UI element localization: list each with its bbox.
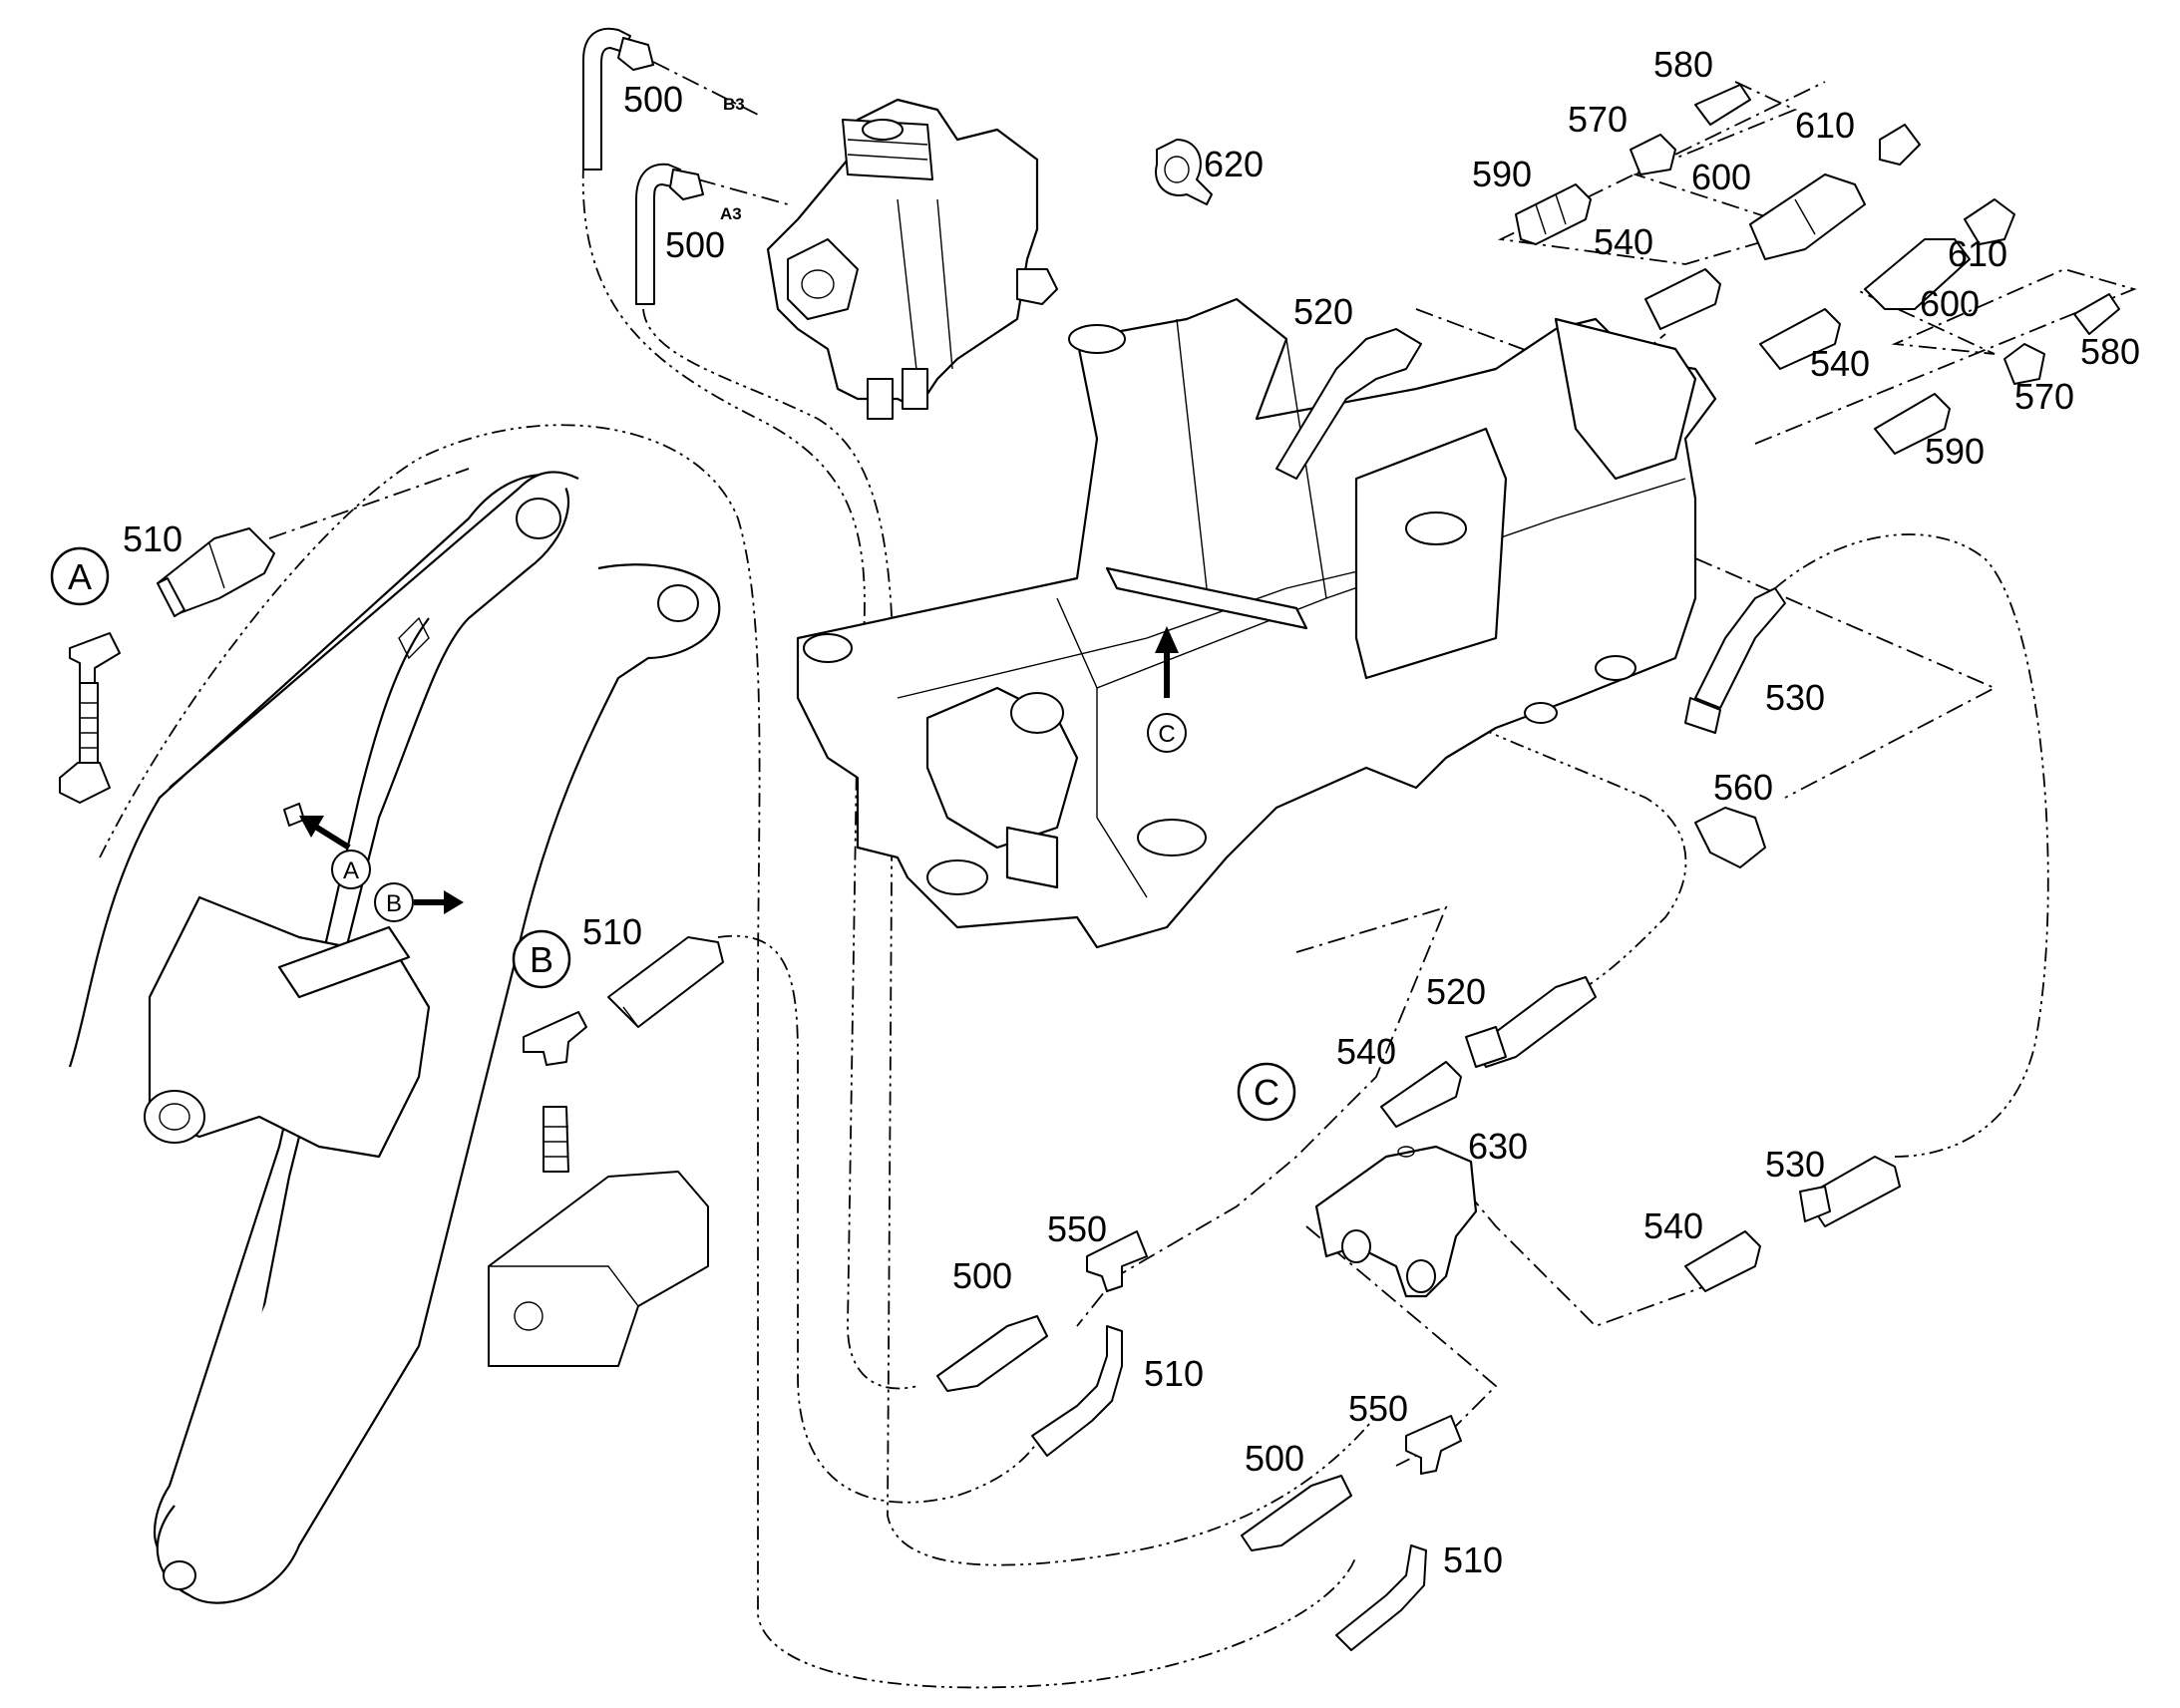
arrow-a-callout: A [331,850,371,889]
label-530-upper: 530 [1765,677,1825,718]
hose-routing-lines [99,164,2049,1689]
label-590-right: 590 [1925,431,1985,472]
label-570-top: 570 [1568,99,1628,140]
detail-c-label: C [1254,1072,1279,1113]
coupling-580-right [2073,293,2120,335]
label-570-right: 570 [2014,376,2074,417]
label-510-b: 510 [582,911,642,952]
nipple-590-top [1515,183,1592,245]
arrow-a [299,816,351,851]
control-valve [766,98,1058,420]
label-540-right: 540 [1810,343,1870,384]
label-520-upper: 520 [1293,291,1353,332]
elbow-510-lower [1335,1544,1427,1651]
nipple-540-c-upper [1380,1061,1462,1128]
label-540-c-lower: 540 [1643,1205,1703,1246]
detail-a-callout: A [50,546,110,606]
detail-c-callout: C [1237,1062,1296,1122]
hose-520-lower [1465,976,1597,1068]
label-510-a: 510 [123,518,182,559]
elbow-560 [1694,807,1766,868]
tee-550-upper [1086,1230,1148,1292]
hose-520-upper [1275,328,1422,480]
label-580-top: 580 [1653,44,1713,85]
coupler-600-top [1749,173,1866,260]
clamp-620 [1155,139,1213,205]
label-a3: A3 [720,204,742,223]
label-500-a: 500 [623,79,683,120]
label-630: 630 [1468,1126,1528,1167]
label-520-lower: 520 [1426,971,1486,1012]
nut-570-top [1630,134,1676,175]
arrow-a-label: A [343,857,359,884]
nipple-590-right [1874,393,1951,455]
label-500-c: 500 [952,1255,1012,1296]
detail-b-callout: B [512,929,571,989]
hose-500-bottom-lower [1241,1475,1352,1551]
detail-a-label: A [68,556,92,597]
hose-500-b3 [582,27,654,171]
hose-500-a3 [635,163,704,305]
valve-block-b [488,1171,709,1367]
nipple-540-right [1759,308,1841,370]
detail-b-label: B [530,939,553,980]
arrow-c [1155,626,1179,698]
tee-550-lower [1405,1415,1462,1475]
hose-500-bottom-upper [936,1315,1048,1392]
hose-530-lower [1799,1156,1901,1227]
label-530-lower: 530 [1765,1144,1825,1185]
hose-510-detail-b [607,936,724,1028]
chassis-frame [796,297,1717,949]
loader-lift-arm [68,471,721,1604]
label-610-right: 610 [1948,233,2007,274]
label-550-upper: 550 [1047,1208,1107,1249]
label-540-upper: 540 [1594,221,1653,262]
cap-610-top [1879,124,1921,166]
hose-510-detail-a [157,527,275,617]
label-600-top: 600 [1691,157,1751,197]
label-580-right: 580 [2080,331,2140,372]
arrow-b [414,890,464,914]
label-600-right: 600 [1920,283,1980,324]
arrow-b-callout: B [374,882,414,922]
label-590-top: 590 [1472,154,1532,194]
nipple-540-upper [1644,268,1721,330]
label-560: 560 [1713,767,1773,808]
part-labels: 500 B3 500 A3 620 580 570 610 590 600 54… [123,44,2140,1580]
label-510-d: 510 [1443,1539,1503,1580]
label-540-c-upper: 540 [1336,1031,1396,1072]
nipple-540-c-lower [1684,1230,1761,1292]
coupler-600-right [1864,238,1971,310]
elbow-510-upper [1031,1325,1123,1457]
tee-fitting-b [523,1011,587,1173]
label-500-d: 500 [1245,1438,1304,1479]
arrow-c-callout: C [1147,713,1187,753]
cap-610-right [1964,198,2015,245]
coupling-580-top [1694,84,1751,126]
tee-fitting-a [59,632,121,804]
bracket-630 [1314,1145,1478,1298]
arrow-c-label: C [1158,721,1175,748]
label-550-lower: 550 [1348,1388,1408,1429]
label-b3: B3 [723,95,745,114]
label-510-c: 510 [1144,1353,1204,1394]
label-610-top: 610 [1795,105,1855,146]
arrow-b-label: B [386,890,402,917]
nut-570-right [2003,343,2045,385]
hose-530-upper [1684,587,1786,734]
label-500-b: 500 [665,224,725,265]
label-620: 620 [1204,144,1264,184]
